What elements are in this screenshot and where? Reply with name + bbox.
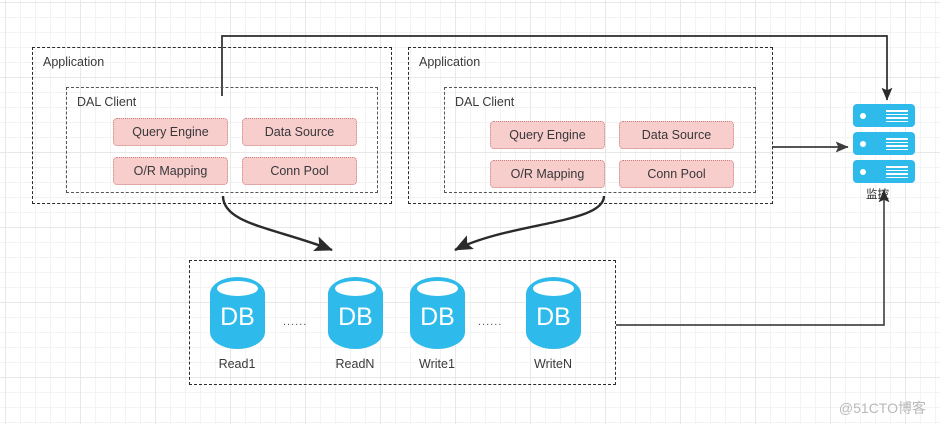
db-node-label-writen: WriteN bbox=[534, 357, 572, 371]
component-query-engine-2[interactable]: Query Engine bbox=[490, 121, 605, 149]
server-slots-icon bbox=[886, 166, 908, 178]
db-glyph: DB bbox=[536, 303, 571, 331]
monitor-connection-label: 监控 bbox=[866, 189, 889, 201]
database-cylinder-icon: DB bbox=[410, 277, 465, 349]
application-box-1: Application bbox=[32, 47, 392, 204]
wire-app1-to-db bbox=[221, 195, 333, 252]
db-node-label-write1: Write1 bbox=[419, 357, 455, 371]
dal-client-title: DAL Client bbox=[455, 95, 515, 109]
db-ellipsis-read: ...... bbox=[283, 316, 308, 328]
wire-app2-to-db bbox=[454, 195, 606, 252]
database-cylinder-icon: DB bbox=[328, 277, 383, 349]
dal-client-box-1: DAL Client bbox=[66, 87, 378, 193]
database-cluster-box bbox=[189, 260, 616, 385]
dal-client-title: DAL Client bbox=[77, 95, 137, 109]
application-box-2: Application bbox=[408, 47, 773, 204]
database-cylinder-icon: DB bbox=[526, 277, 581, 349]
db-node-label-read1: Read1 bbox=[218, 357, 256, 371]
server-status-dot-icon bbox=[860, 169, 866, 175]
server-bar-icon[interactable] bbox=[853, 160, 915, 183]
server-bar-icon[interactable] bbox=[853, 104, 915, 127]
watermark: @51CTO博客 bbox=[838, 400, 926, 416]
component-conn-pool-1[interactable]: Conn Pool bbox=[242, 157, 357, 185]
application-title: Application bbox=[419, 55, 481, 69]
db-node-write1[interactable]: DB bbox=[410, 277, 465, 349]
component-or-mapping-2[interactable]: O/R Mapping bbox=[490, 160, 605, 188]
db-node-readn[interactable]: DB bbox=[328, 277, 383, 349]
database-cylinder-icon: DB bbox=[210, 277, 265, 349]
server-status-dot-icon bbox=[860, 141, 866, 147]
wire-db-to-server-monitor bbox=[616, 189, 890, 326]
server-slots-icon bbox=[886, 138, 908, 150]
db-node-read1[interactable]: DB bbox=[210, 277, 265, 349]
server-stack[interactable] bbox=[853, 104, 915, 184]
db-node-writen[interactable]: DB bbox=[526, 277, 581, 349]
db-node-label-readn: ReadN bbox=[335, 357, 375, 371]
db-glyph: DB bbox=[338, 303, 373, 331]
application-title: Application bbox=[43, 55, 105, 69]
server-status-dot-icon bbox=[860, 113, 866, 119]
component-conn-pool-2[interactable]: Conn Pool bbox=[619, 160, 734, 188]
db-glyph: DB bbox=[420, 303, 455, 331]
dal-client-box-2: DAL Client bbox=[444, 87, 756, 193]
server-slots-icon bbox=[886, 110, 908, 122]
component-data-source-2[interactable]: Data Source bbox=[619, 121, 734, 149]
db-glyph: DB bbox=[220, 303, 255, 331]
db-ellipsis-write: ...... bbox=[478, 316, 503, 328]
component-or-mapping-1[interactable]: O/R Mapping bbox=[113, 157, 228, 185]
server-bar-icon[interactable] bbox=[853, 132, 915, 155]
component-data-source-1[interactable]: Data Source bbox=[242, 118, 357, 146]
component-query-engine-1[interactable]: Query Engine bbox=[113, 118, 228, 146]
